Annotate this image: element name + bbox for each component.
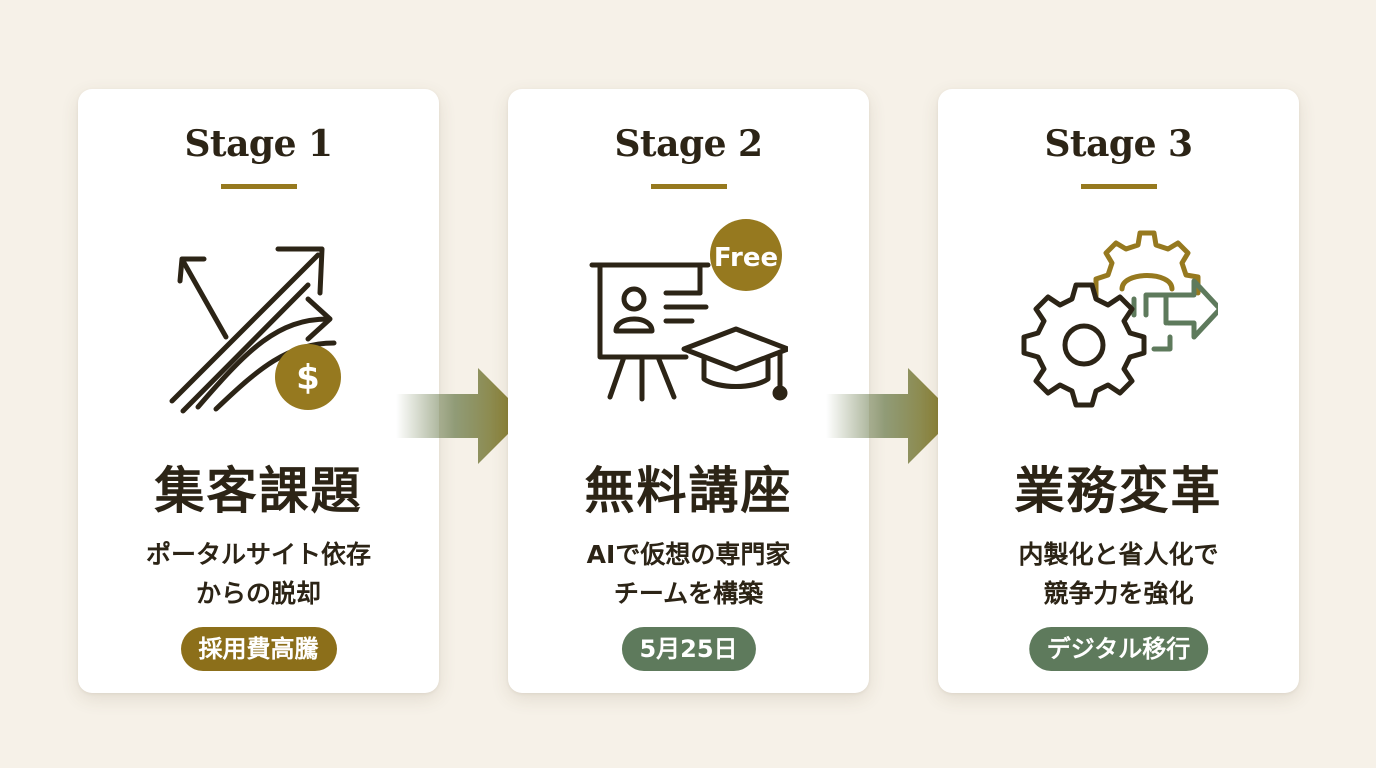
stage-title: Stage 3 bbox=[1044, 123, 1193, 165]
free-badge: Free bbox=[714, 243, 778, 273]
stage-description: AIで仮想の専門家 チームを構築 bbox=[518, 535, 859, 613]
stage-description: ポータルサイト依存 からの脱却 bbox=[88, 535, 429, 613]
stage-badge: 5月25日 bbox=[621, 627, 756, 671]
stage-description: 内製化と省人化で 競争力を強化 bbox=[948, 535, 1289, 613]
presentation-graduation-cap-icon: Free bbox=[588, 219, 788, 419]
stage-badge: デジタル移行 bbox=[1028, 627, 1209, 671]
description-line-1: AIで仮想の専門家 bbox=[586, 540, 791, 569]
description-line-1: ポータルサイト依存 bbox=[145, 540, 371, 569]
flow-arrow-right-icon bbox=[826, 368, 956, 464]
stage-underline bbox=[220, 184, 297, 189]
stage-heading: 業務変革 bbox=[1014, 461, 1223, 520]
coin-symbol: $ bbox=[296, 358, 320, 398]
stage-card-3: Stage 3 業務変革 内製化と省人化で 競争力を強化 bbox=[938, 89, 1299, 693]
stage-heading: 無料講座 bbox=[584, 461, 793, 520]
description-line-1: 内製化と省人化で bbox=[1018, 540, 1219, 569]
description-line-2: チームを構築 bbox=[613, 579, 764, 608]
growth-arrows-dollar-icon: $ bbox=[158, 219, 358, 419]
stage-underline bbox=[1080, 184, 1157, 189]
flow-arrow-right-icon bbox=[396, 368, 526, 464]
stage-card-2: Stage 2 Free bbox=[508, 89, 869, 693]
stage-card-1: Stage 1 $ 集客課題 ポータルサイト依存 からの脱却 採用費高騰 bbox=[78, 89, 439, 693]
stage-heading: 集客課題 bbox=[154, 461, 363, 520]
description-line-2: 競争力を強化 bbox=[1043, 579, 1194, 608]
stage-underline bbox=[650, 184, 727, 189]
description-line-2: からの脱却 bbox=[195, 579, 321, 608]
gears-transform-arrow-icon bbox=[1018, 219, 1218, 419]
stage-title: Stage 1 bbox=[184, 123, 333, 165]
stage-title: Stage 2 bbox=[614, 123, 763, 165]
stage-badge: 採用費高騰 bbox=[180, 627, 337, 671]
